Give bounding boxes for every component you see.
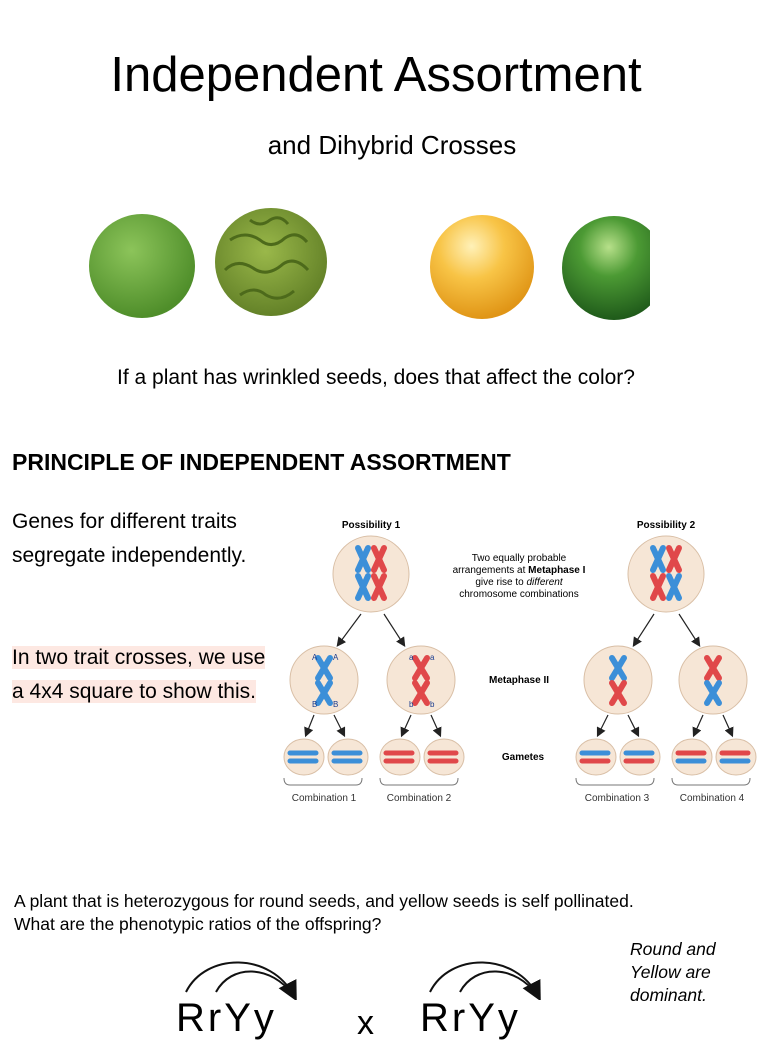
description-line-2: arrangements at Metaphase I [453, 565, 586, 576]
combination-2-label: Combination 2 [387, 793, 452, 804]
problem-line-2: What are the phenotypic ratios of the of… [14, 914, 382, 934]
problem-line-1: A plant that is heterozygous for round s… [14, 891, 634, 911]
pea-images [89, 208, 327, 318]
paragraph-genes: Genes for different traits segregate ind… [12, 510, 247, 567]
svg-text:a: a [430, 653, 435, 662]
pea-images-right [430, 215, 650, 320]
description-line-1: Two equally probable [472, 553, 567, 564]
svg-text:b: b [409, 700, 414, 709]
problem-text: A plant that is heterozygous for round s… [14, 890, 754, 936]
paragraph-two-trait: In two trait crosses, we use a 4x4 squar… [12, 641, 274, 708]
possibility-1-cell [332, 535, 410, 613]
green-pea-image [562, 216, 650, 320]
metaphase-ii-label: Metaphase II [489, 675, 549, 686]
page-title: Independent Assortment [110, 48, 642, 102]
combination-3-label: Combination 3 [585, 793, 650, 804]
wrinkled-green-pea-image [215, 208, 327, 316]
gamete-cells [283, 738, 757, 776]
yellow-pea-image [430, 215, 534, 319]
svg-text:A: A [333, 653, 339, 662]
page-subtitle: and Dihybrid Crosses [267, 130, 517, 160]
gametes-label: Gametes [502, 752, 545, 763]
cross-arrows [185, 961, 541, 1000]
combination-4-label: Combination 4 [680, 793, 745, 804]
svg-text:a: a [409, 653, 414, 662]
round-green-pea-image [89, 214, 195, 318]
combination-1-label: Combination 1 [292, 793, 357, 804]
genotype-parent-1: RrYy [176, 996, 277, 1040]
meiosis-diagram: Possibility 1 Possibility 2 Two equally … [283, 520, 757, 804]
svg-text:A: A [312, 653, 318, 662]
section-heading: PRINCIPLE OF INDEPENDENT ASSORTMENT [12, 449, 511, 475]
dominance-note: Round and Yellow are dominant. [630, 939, 716, 1005]
possibility-2-label: Possibility 2 [637, 520, 696, 531]
svg-text:b: b [430, 700, 435, 709]
svg-text:B: B [333, 700, 338, 709]
description-line-3: give rise to different [475, 577, 563, 588]
svg-text:B: B [312, 700, 317, 709]
description-line-4: chromosome combinations [459, 589, 579, 600]
possibility-1-label: Possibility 1 [342, 520, 401, 531]
possibility-2-cell [627, 535, 705, 613]
metaphase-ii-cells [289, 645, 748, 715]
question-text: If a plant has wrinkled seeds, does that… [117, 366, 635, 389]
highlighted-text: In two trait crosses, we use a 4x4 squar… [12, 646, 266, 703]
cross-symbol: x [357, 1004, 377, 1042]
genotype-parent-2: RrYy [420, 996, 521, 1040]
